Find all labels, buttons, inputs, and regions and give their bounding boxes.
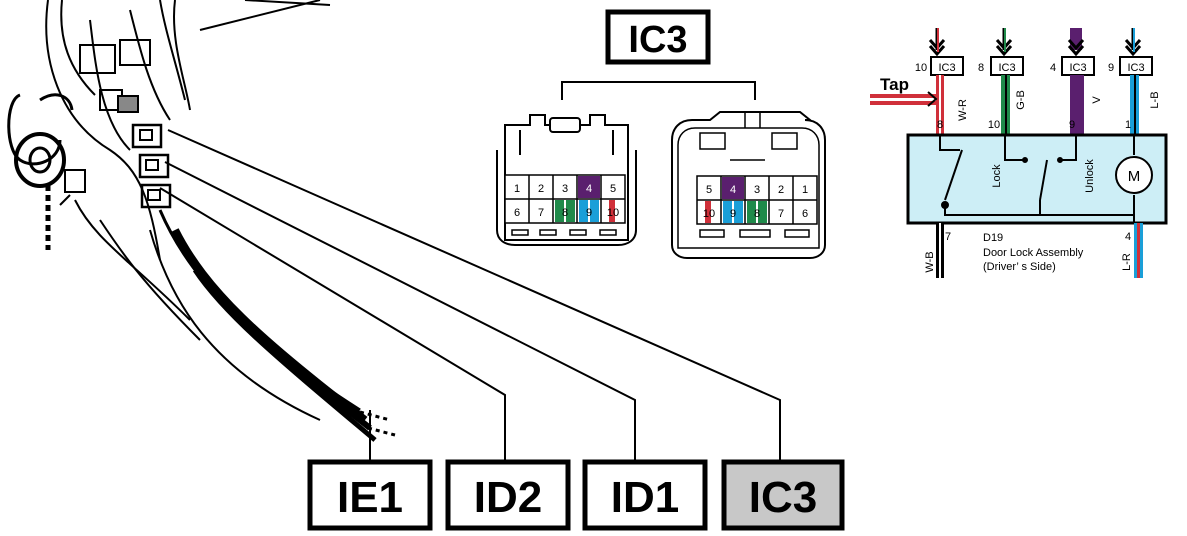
svg-text:10: 10 [988, 119, 1000, 131]
harness-illustration [7, 0, 396, 442]
component-id: D19 [983, 232, 1003, 244]
pin-right-3: 3 [754, 184, 760, 196]
label-id2: ID2 [474, 473, 542, 522]
svg-text:L-R: L-R [1121, 253, 1133, 271]
pin-left-1: 1 [514, 183, 520, 195]
leader-ic3 [167, 129, 781, 462]
svg-text:W-R: W-R [957, 99, 969, 121]
leader-id2 [159, 187, 506, 462]
pin-left-2: 2 [538, 183, 544, 195]
wire-g-b [1001, 75, 1010, 135]
component-side: (Driver’ s Side) [983, 261, 1056, 273]
pin-left-3: 3 [562, 183, 568, 195]
pin-left-9: 9 [586, 207, 592, 219]
tap-wire: Tap [870, 75, 938, 107]
svg-text:IC3: IC3 [998, 62, 1015, 74]
svg-text:10: 10 [915, 62, 927, 74]
svg-text:4: 4 [1050, 62, 1056, 74]
svg-text:8: 8 [978, 62, 984, 74]
svg-text:V: V [1091, 96, 1103, 104]
unlock-label: Unlock [1084, 159, 1096, 193]
wire-v [1070, 75, 1084, 135]
pin-right-1: 1 [802, 184, 808, 196]
pin-right-4: 4 [730, 184, 736, 196]
pin-right-9: 9 [730, 208, 736, 220]
label-box-ie1 [307, 459, 433, 531]
wire-l-b [1130, 75, 1139, 135]
terminal-1: IC3 10 [915, 56, 964, 76]
svg-text:W-B: W-B [924, 251, 936, 272]
lock-label: Lock [991, 164, 1003, 188]
label-id1: ID1 [611, 473, 679, 522]
svg-text:IC3: IC3 [1069, 62, 1086, 74]
pin-left-6: 6 [514, 207, 520, 219]
connector-face-right: 5 4 3 2 1 10 9 8 7 6 [671, 111, 826, 259]
pin-left-4: 4 [586, 183, 592, 195]
svg-text:7: 7 [945, 231, 951, 243]
wire-w-r [936, 75, 944, 135]
pin-right-2: 2 [778, 184, 784, 196]
connector-title: IC3 [561, 9, 756, 100]
terminal-4: IC3 9 [1108, 56, 1153, 76]
pin-right-6: 6 [802, 208, 808, 220]
svg-text:IC3: IC3 [938, 62, 955, 74]
svg-text:8: 8 [937, 119, 943, 131]
svg-text:4: 4 [1125, 231, 1131, 243]
component-name: Door Lock Assembly [983, 247, 1084, 259]
svg-text:1: 1 [1125, 119, 1131, 131]
pin-right-10: 10 [703, 208, 715, 220]
svg-text:9: 9 [1108, 62, 1114, 74]
terminal-2: IC3 8 [978, 56, 1024, 76]
arrow-icons [928, 28, 1142, 57]
tap-label: Tap [880, 75, 909, 94]
wire-l-r [1134, 223, 1143, 278]
schematic: IC3 10 IC3 8 IC3 4 IC3 9 [870, 28, 1168, 278]
terminal-3: IC3 4 [1050, 56, 1095, 76]
svg-text:L-B: L-B [1149, 91, 1161, 108]
wire-w-b [936, 223, 944, 278]
motor-label: M [1128, 168, 1141, 185]
label-box-ic3-highlight [721, 459, 845, 531]
leader-id1 [164, 161, 636, 462]
label-ie1: IE1 [337, 473, 403, 522]
leader-lines [159, 129, 781, 462]
pin-left-8: 8 [562, 207, 568, 219]
label-ic3: IC3 [749, 473, 817, 522]
pin-right-8: 8 [754, 208, 760, 220]
label-box-id1 [582, 459, 708, 531]
svg-text:IC3: IC3 [1127, 62, 1144, 74]
pin-right-7: 7 [778, 208, 784, 220]
connector-label-boxes: IE1 ID2 ID1 IC3 [307, 459, 845, 531]
svg-text:IC3: IC3 [628, 19, 687, 61]
pin-left-5: 5 [610, 183, 616, 195]
pin-left-10: 10 [607, 207, 619, 219]
connector-face-left: 1 2 3 4 5 6 7 8 9 10 [496, 114, 637, 246]
svg-text:9: 9 [1069, 119, 1075, 131]
motor-icon [1115, 156, 1153, 194]
svg-text:G-B: G-B [1015, 90, 1027, 110]
pin-right-5: 5 [706, 184, 712, 196]
label-box-id2 [445, 459, 571, 531]
pin-left-7: 7 [538, 207, 544, 219]
